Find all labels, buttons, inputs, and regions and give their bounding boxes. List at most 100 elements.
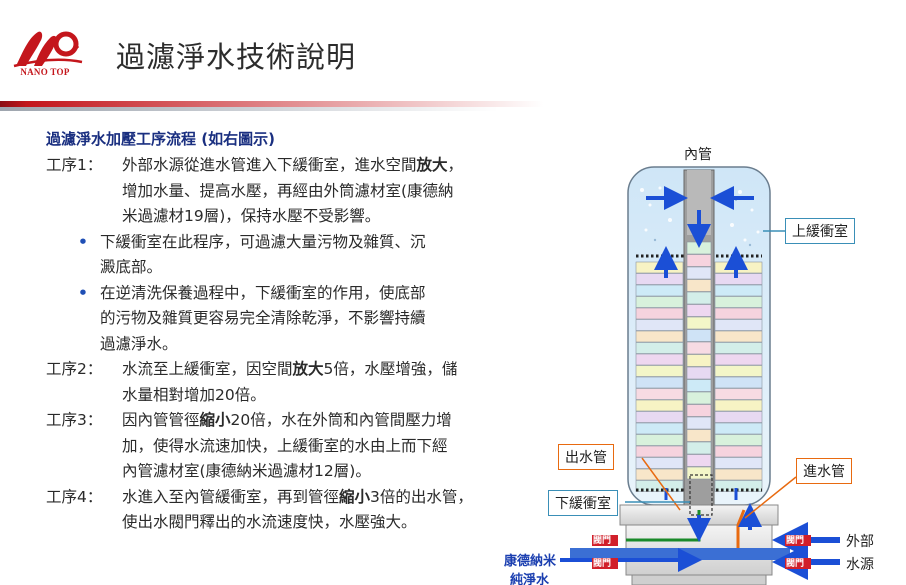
step-text: 米過濾材19層)，保持水壓不受影響。 [122, 207, 381, 225]
valve-label: 閥門 [593, 559, 612, 569]
inner-filter-layer [686, 266, 712, 280]
step-text: 因內管管徑 [122, 411, 200, 429]
filter-layer [714, 376, 763, 389]
bullet-1: • 下緩衝室在此程序，可過濾大量污物及雜質、沉 澱底部。 [76, 230, 546, 281]
pure-water-label-line2: 純淨水 [510, 573, 550, 585]
filter-layer [714, 330, 763, 343]
step-text: 水流至上緩衝室，因空間 [122, 360, 293, 378]
filter-layer [635, 284, 684, 297]
filter-layer [714, 457, 763, 469]
valve-label: 閥門 [786, 536, 805, 546]
step-text: 水進入至內管緩衝室，再到管徑 [122, 487, 340, 506]
bullet-text: 澱底部。 [100, 258, 163, 276]
filter-layer [714, 261, 763, 274]
filter-layer [635, 457, 684, 469]
logo-brand-text: NANO TOP [20, 67, 70, 77]
filter-layer [714, 399, 763, 412]
pure-water-label-line1: 康德納米 [504, 554, 557, 569]
valve-label: 閥門 [786, 559, 805, 569]
step-label: 工序4： [46, 487, 103, 506]
bullet-dot-icon: • [78, 232, 88, 251]
step-3: 工序3： 因內管管徑縮小20倍，水在外筒和內管間壓力增 加，使得水流速加快，上緩… [46, 408, 546, 485]
filter-layer [635, 411, 684, 423]
header-divider [0, 101, 906, 107]
step-text: 加，使得水流速加快，上緩衝室的水由上而下經 [122, 436, 448, 455]
inner-filter-layer [686, 466, 712, 480]
step-text: 外部水源從進水管進入下緩衝室，進水空間 [122, 156, 417, 174]
header-divider-shadow [0, 107, 906, 111]
filter-layer [714, 388, 763, 400]
step-text: 使出水閥門釋出的水流速度快，水壓強大。 [122, 513, 417, 531]
inner-filter-layer [686, 329, 712, 342]
filter-layer [714, 365, 763, 377]
inner-filter-layer [686, 454, 712, 467]
filter-layer [714, 422, 763, 435]
filter-layer [635, 365, 684, 377]
step-emphasis: 縮小 [199, 411, 231, 429]
filter-layer [635, 422, 684, 435]
page-title: 過濾淨水技術說明 [116, 40, 357, 74]
step-label: 工序1： [46, 156, 103, 174]
step-4: 工序4： 水進入至內管緩衝室，再到管徑縮小3倍的出水管， 使出水閥門釋出的水流速… [46, 485, 546, 536]
filter-layer [714, 468, 763, 481]
inner-filter-layer [686, 391, 712, 405]
inner-filter-layer [686, 441, 712, 455]
step-text: 增加水量、提高水壓，再經由外筒濾材室(康德納 [122, 181, 454, 200]
inner-filter-layer [686, 304, 712, 317]
filter-layer [635, 273, 684, 285]
filter-diagram: 內管 上緩衝室 出水管 進水管 下緩衝室 閥門 閥門 閥門 閥門 外部 水源 康… [500, 130, 906, 585]
filter-layer [635, 342, 684, 354]
bullet-text: 在逆清洗保養過程中，下緩衝室的作用，使底部 [100, 283, 426, 302]
filter-layer [635, 330, 684, 343]
filter-layer [714, 319, 763, 331]
inner-filter-layer [686, 366, 712, 380]
process-description: 過濾淨水加壓工序流程 (如右圖示) 工序1： 外部水源從進水管進入下緩衝室，進水… [46, 128, 546, 536]
filter-layer [635, 376, 684, 389]
filter-layer [635, 468, 684, 481]
filter-layer [635, 319, 684, 331]
inner-pipe-label: 內管 [684, 147, 712, 163]
filter-layer [635, 399, 684, 412]
step-text: ， [447, 156, 464, 174]
filter-layer [635, 307, 684, 320]
filter-layer [714, 296, 763, 308]
step-2: 工序2： 水流至上緩衝室，因空間放大5倍，水壓增強，儲 水量相對增加20倍。 [46, 357, 546, 408]
filter-layer [635, 480, 684, 492]
filter-layer [714, 273, 763, 285]
step-label: 工序2： [46, 360, 103, 378]
inner-filter-layer [686, 254, 712, 267]
external-source-label-line1: 外部 [846, 534, 874, 550]
filter-cross-section [560, 166, 840, 585]
step-text: 20倍，水在外筒和內管間壓力增 [230, 411, 452, 429]
step-label: 工序3： [46, 411, 103, 429]
filter-layer [635, 353, 684, 366]
step-text: 內管濾材室(康德納米過濾材12層)。 [122, 462, 371, 480]
bullet-dot-icon: • [78, 283, 88, 302]
filter-layer [714, 353, 763, 366]
inner-filter-layer [686, 379, 712, 392]
step-emphasis: 縮小 [339, 487, 371, 506]
inner-filter-layer [686, 429, 712, 442]
filter-layer [635, 261, 684, 274]
step-text: 3倍的出水管， [370, 487, 473, 506]
inner-filter-layer [686, 354, 712, 367]
inner-filter-layer [686, 341, 712, 355]
outlet-pipe-label: 出水管 [558, 444, 614, 470]
step-1: 工序1： 外部水源從進水管進入下緩衝室，進水空間放大， 增加水量、提高水壓，再經… [46, 153, 546, 230]
upper-buffer-label: 上緩衝室 [785, 218, 855, 244]
filter-layer [714, 307, 763, 320]
bullet-text: 下緩衝室在此程序，可過濾大量污物及雜質、沉 [100, 232, 426, 251]
filter-layer [635, 445, 684, 458]
lower-buffer-label: 下緩衝室 [548, 490, 618, 516]
filter-layer [714, 445, 763, 458]
filter-layer [635, 296, 684, 308]
bullet-text: 的污物及雜質更容易完全清除乾淨，不影響持續 [100, 309, 426, 327]
filter-layer [635, 388, 684, 400]
step-emphasis: 放大 [292, 360, 324, 378]
bullet-text: 過濾淨水。 [100, 334, 178, 353]
nano-top-logo-icon [13, 31, 83, 68]
filter-layer [714, 434, 763, 446]
filter-layer [714, 342, 763, 354]
inner-filter-layer [686, 279, 712, 292]
inlet-pipe-label: 進水管 [796, 458, 852, 484]
